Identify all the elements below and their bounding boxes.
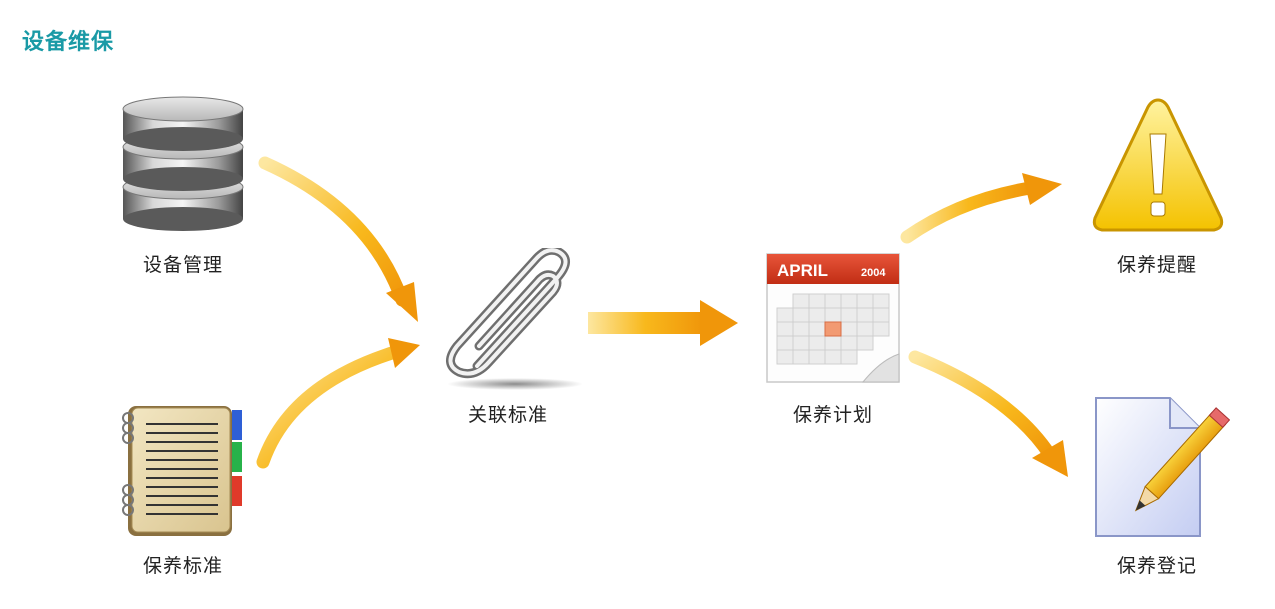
plan-label: 保养计划 [792,404,874,426]
standard-node[interactable] [114,402,254,542]
plan-node[interactable]: APRIL 2004 [763,250,903,386]
database-icon [122,96,244,231]
arrow-standard-to-link [256,338,420,469]
arrow-plan-to-record [908,350,1068,477]
link-label: 关联标准 [467,404,549,426]
arrow-link-to-plan [588,300,738,346]
arrow-plan-to-reminder [900,173,1062,244]
standard-label: 保养标准 [142,555,224,577]
notebook-icon [122,406,242,536]
link-node[interactable] [435,248,585,393]
calendar-highlight-day [824,321,842,337]
page-title: 设备维保 [22,30,115,55]
paperclip-icon [446,248,583,390]
equipment-node[interactable] [118,95,248,235]
record-label: 保养登记 [1116,555,1198,577]
calendar-icon: APRIL 2004 [766,253,900,383]
arrow-equipment-to-link [258,156,418,322]
warning-icon [1092,98,1224,232]
calendar-month: APRIL [777,261,828,280]
reminder-node[interactable] [1088,94,1228,239]
equipment-label: 设备管理 [142,254,224,276]
record-node[interactable] [1090,394,1230,542]
calendar-year: 2004 [861,267,886,279]
reminder-label: 保养提醒 [1116,254,1198,276]
document-pencil-icon [1095,397,1230,537]
